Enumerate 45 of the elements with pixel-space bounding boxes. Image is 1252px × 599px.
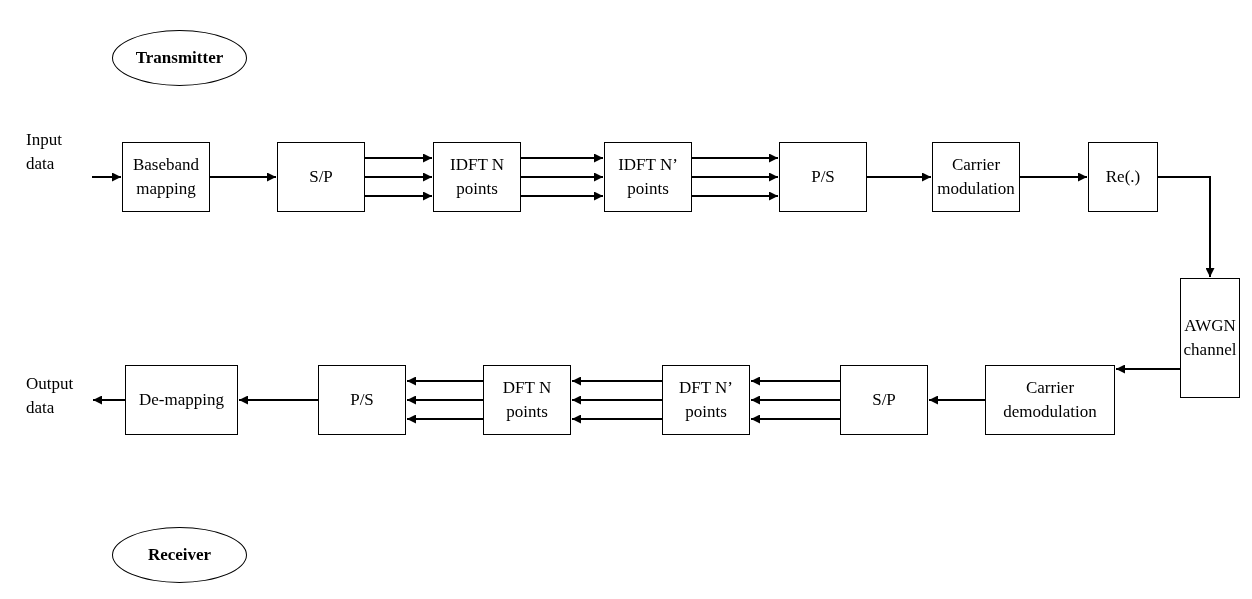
arrow (520, 191, 604, 201)
arrow (520, 153, 604, 163)
process-box: Carrier modulation (932, 142, 1020, 212)
arrow (750, 376, 841, 386)
arrow (571, 376, 663, 386)
process-box: AWGN channel (1180, 278, 1240, 398)
arrow (364, 172, 433, 182)
arrow (928, 395, 986, 405)
arrow (364, 191, 433, 201)
process-box: Carrier demodulation (985, 365, 1115, 435)
arrow (571, 414, 663, 424)
arrow (1019, 172, 1088, 182)
section-ellipse: Receiver (112, 527, 247, 583)
process-box: Baseband mapping (122, 142, 210, 212)
arrow (750, 395, 841, 405)
text-label: Input data (22, 128, 92, 180)
process-box: DFT N’ points (662, 365, 750, 435)
process-box: IDFT N points (433, 142, 521, 212)
arrow (92, 395, 126, 405)
arrow (364, 153, 433, 163)
process-box: Re(.) (1088, 142, 1158, 212)
process-box: De-mapping (125, 365, 238, 435)
process-box: S/P (840, 365, 928, 435)
text-label: Output data (22, 372, 92, 424)
section-ellipse: Transmitter (112, 30, 247, 86)
arrow (406, 414, 484, 424)
arrow (520, 172, 604, 182)
arrow (866, 172, 932, 182)
arrow (1115, 364, 1181, 374)
process-box: DFT N points (483, 365, 571, 435)
arrow (750, 414, 841, 424)
process-box: S/P (277, 142, 365, 212)
arrow (406, 376, 484, 386)
arrow (209, 172, 277, 182)
process-box: IDFT N’ points (604, 142, 692, 212)
arrow (238, 395, 319, 405)
process-box: P/S (318, 365, 406, 435)
arrow (406, 395, 484, 405)
arrow (571, 395, 663, 405)
process-box: P/S (779, 142, 867, 212)
arrow (91, 172, 122, 182)
arrow (691, 153, 779, 163)
arrow (1157, 176, 1215, 278)
arrow (691, 191, 779, 201)
arrow (691, 172, 779, 182)
